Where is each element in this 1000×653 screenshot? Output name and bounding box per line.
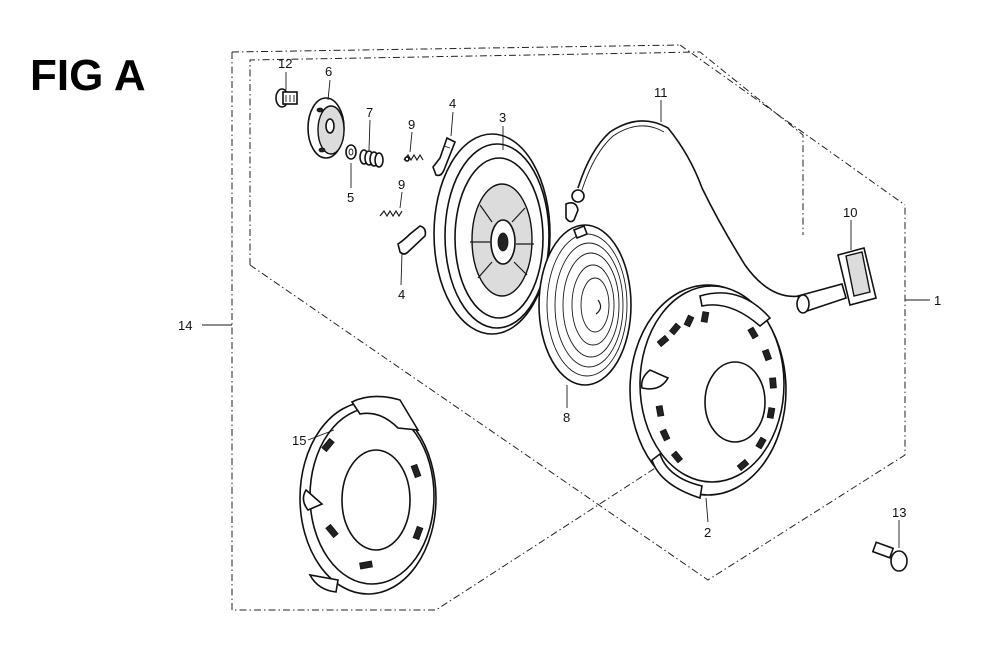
assembly-1-outline <box>249 51 906 581</box>
part-cam-plate-6 <box>307 97 345 159</box>
callout-6: 6 <box>325 64 332 79</box>
callout-4-lower: 4 <box>398 287 405 302</box>
callout-9-upper: 9 <box>408 117 415 132</box>
figure-title: FIG A <box>30 51 146 100</box>
callout-14: 14 <box>178 318 192 333</box>
callout-13: 13 <box>892 505 906 520</box>
callout-9-lower: 9 <box>398 177 405 192</box>
callout-5: 5 <box>347 190 354 205</box>
part-bolt-12 <box>275 88 298 108</box>
part-ratchet-4-upper <box>432 136 457 177</box>
callout-11: 11 <box>654 85 668 100</box>
callout-4-upper: 4 <box>449 96 456 111</box>
part-ratchet-4-lower <box>397 225 427 255</box>
part-rope-11 <box>565 120 801 298</box>
part-bolt-13 <box>871 541 908 572</box>
callout-12: 12 <box>278 56 292 71</box>
leader-lines <box>202 72 930 548</box>
callout-7: 7 <box>366 105 373 120</box>
part-ratchet-spring-9-lower <box>379 209 403 218</box>
callout-2: 2 <box>704 525 711 540</box>
part-spring-7 <box>359 149 384 168</box>
callout-labels: 12 6 7 5 9 9 4 4 3 8 11 10 1 2 13 14 15 <box>178 56 941 540</box>
callout-8: 8 <box>563 410 570 425</box>
callout-3: 3 <box>499 110 506 125</box>
callout-10: 10 <box>843 205 857 220</box>
callout-1: 1 <box>934 293 941 308</box>
callout-15: 15 <box>292 433 306 448</box>
part-reel-3 <box>433 133 551 335</box>
part-fan-cover-15 <box>299 395 437 595</box>
part-washer-5 <box>345 144 357 160</box>
part-starter-grip-10 <box>796 247 877 314</box>
part-ratchet-spring-9-upper <box>403 153 424 162</box>
part-recoil-spring-8 <box>538 224 632 386</box>
assembly-14-outline <box>231 44 906 611</box>
part-starter-case-2 <box>629 284 787 500</box>
